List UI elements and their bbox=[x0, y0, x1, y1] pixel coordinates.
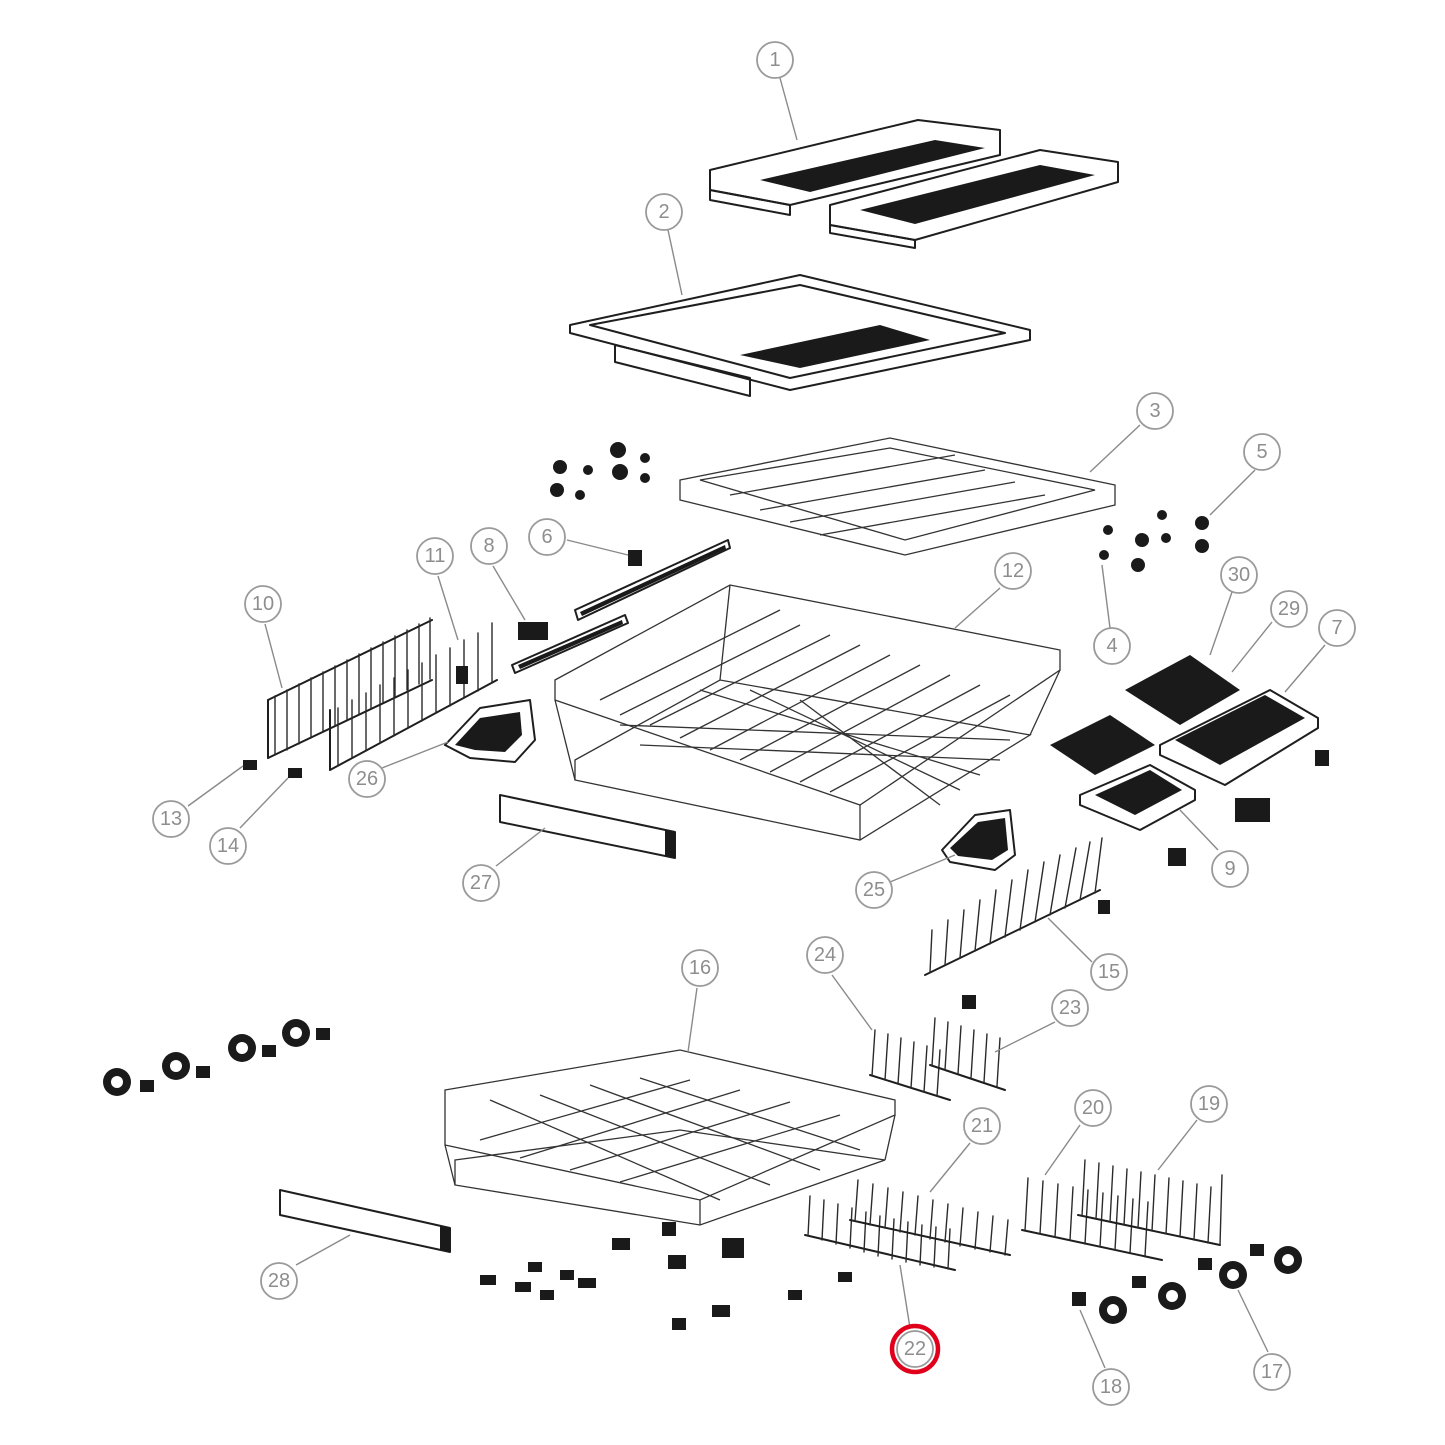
callout-21: 21 bbox=[963, 1107, 1001, 1145]
svg-text:15: 15 bbox=[1098, 961, 1120, 983]
part-front-trim-upper bbox=[499, 794, 676, 859]
svg-text:2: 2 bbox=[658, 201, 669, 223]
callout-10: 10 bbox=[244, 585, 282, 623]
svg-text:20: 20 bbox=[1082, 1097, 1104, 1119]
svg-text:17: 17 bbox=[1261, 1361, 1283, 1383]
callout-11: 11 bbox=[416, 537, 454, 575]
svg-text:7: 7 bbox=[1331, 617, 1342, 639]
part-upper-rack-track bbox=[679, 437, 1116, 556]
part-front-trim-lower bbox=[279, 1189, 451, 1253]
part-lower-rack bbox=[444, 1049, 896, 1226]
svg-text:11: 11 bbox=[425, 545, 446, 567]
part-tine-row-20 bbox=[1021, 1177, 1163, 1261]
part-rack-adjusters-mech bbox=[444, 699, 1016, 871]
part-tine-row-22 bbox=[804, 1195, 956, 1271]
callout-1: 1 bbox=[756, 41, 794, 79]
svg-text:25: 25 bbox=[863, 879, 885, 901]
callout-16: 16 bbox=[681, 949, 719, 987]
part-lower-wheels-left bbox=[103, 1019, 330, 1096]
callout-4: 4 bbox=[1093, 627, 1131, 665]
callout-9: 9 bbox=[1211, 850, 1249, 888]
callout-20: 20 bbox=[1074, 1089, 1112, 1127]
callout-3: 3 bbox=[1136, 392, 1174, 430]
svg-text:9: 9 bbox=[1224, 858, 1235, 880]
callout-24: 24 bbox=[806, 936, 844, 974]
svg-text:18: 18 bbox=[1100, 1376, 1122, 1398]
part-upper-rack bbox=[554, 584, 1061, 841]
svg-text:19: 19 bbox=[1198, 1093, 1220, 1115]
callout-7: 7 bbox=[1318, 609, 1356, 647]
svg-text:3: 3 bbox=[1149, 400, 1160, 422]
svg-text:4: 4 bbox=[1106, 635, 1117, 657]
part-upper-wheels-left bbox=[550, 442, 650, 500]
svg-text:26: 26 bbox=[356, 768, 378, 790]
part-third-rack-frame bbox=[569, 274, 1031, 397]
svg-text:10: 10 bbox=[252, 593, 274, 615]
callout-19: 19 bbox=[1190, 1085, 1228, 1123]
part-tine-row-21 bbox=[849, 1179, 1011, 1256]
callout-12: 12 bbox=[994, 552, 1032, 590]
part-tine-row-19 bbox=[1077, 1159, 1223, 1246]
callout-28: 28 bbox=[260, 1262, 298, 1300]
svg-text:12: 12 bbox=[1002, 560, 1024, 582]
part-tine-sets-23-24 bbox=[869, 1017, 1006, 1101]
callout-15: 15 bbox=[1090, 953, 1128, 991]
svg-text:29: 29 bbox=[1278, 598, 1300, 620]
part-tine-row-15 bbox=[924, 837, 1110, 1009]
callout-22: 22 bbox=[889, 1323, 941, 1375]
svg-text:8: 8 bbox=[483, 535, 494, 557]
callout-27: 27 bbox=[462, 864, 500, 902]
svg-text:16: 16 bbox=[689, 957, 711, 979]
callout-13: 13 bbox=[152, 800, 190, 838]
part-clips-13-14 bbox=[243, 760, 302, 778]
part-tine-row-left bbox=[267, 617, 433, 759]
callout-6: 6 bbox=[528, 518, 566, 556]
part-tine-row-middle bbox=[329, 622, 498, 771]
callout-18: 18 bbox=[1092, 1368, 1130, 1406]
svg-text:6: 6 bbox=[541, 526, 552, 548]
svg-text:5: 5 bbox=[1256, 441, 1267, 463]
callout-8: 8 bbox=[470, 527, 508, 565]
svg-text:23: 23 bbox=[1059, 997, 1081, 1019]
callout-2: 2 bbox=[645, 193, 683, 231]
callout-25: 25 bbox=[855, 871, 893, 909]
part-lower-wheels-right bbox=[1072, 1244, 1302, 1324]
part-shelves-right bbox=[1050, 655, 1329, 866]
callout-30: 30 bbox=[1220, 556, 1258, 594]
highlight-ring bbox=[889, 1323, 941, 1375]
callout-17: 17 bbox=[1253, 1353, 1291, 1391]
callout-5: 5 bbox=[1243, 433, 1281, 471]
callout-23: 23 bbox=[1051, 989, 1089, 1027]
svg-text:30: 30 bbox=[1228, 564, 1250, 586]
svg-text:14: 14 bbox=[217, 835, 239, 857]
svg-text:27: 27 bbox=[470, 872, 492, 894]
leader-lines bbox=[187, 77, 1326, 1369]
part-lower-clips bbox=[480, 1222, 852, 1330]
svg-text:28: 28 bbox=[268, 1270, 290, 1292]
part-cutlery-tray bbox=[709, 119, 1119, 249]
part-upper-wheels-right bbox=[1099, 510, 1209, 572]
svg-text:24: 24 bbox=[814, 944, 836, 966]
svg-text:22: 22 bbox=[904, 1338, 926, 1360]
callout-26: 26 bbox=[348, 760, 386, 798]
svg-text:13: 13 bbox=[160, 808, 182, 830]
callout-14: 14 bbox=[209, 827, 247, 865]
svg-text:1: 1 bbox=[769, 49, 780, 71]
part-rack-adjusters bbox=[511, 539, 731, 674]
callout-29: 29 bbox=[1270, 590, 1308, 628]
svg-text:21: 21 bbox=[971, 1115, 993, 1137]
